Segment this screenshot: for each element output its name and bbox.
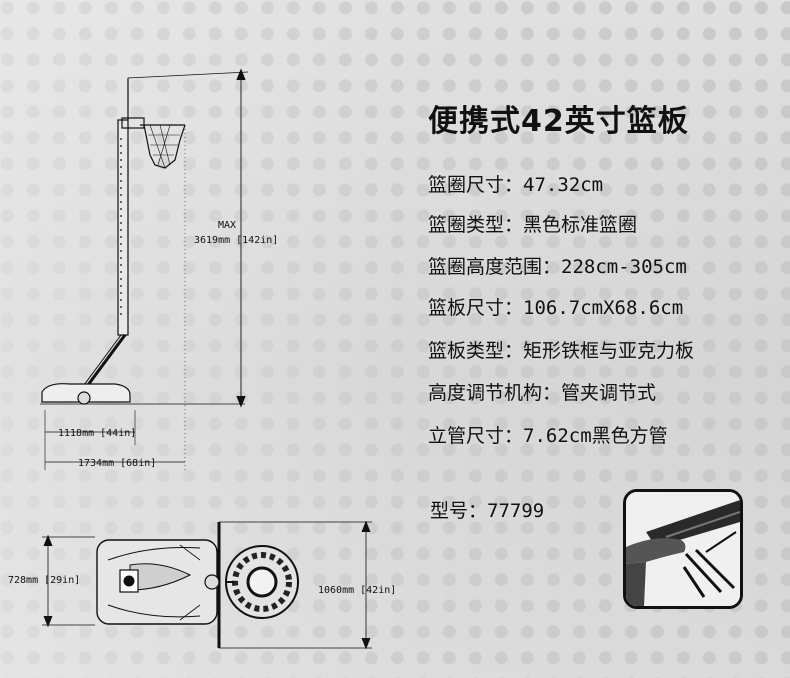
- hand-adjusting-clamp-icon: [626, 492, 740, 606]
- spec-label: 篮圈尺寸: [428, 174, 505, 196]
- spec-height-adjustment: 高度调节机构：管夹调节式: [428, 382, 657, 404]
- model-label: 型号: [430, 500, 469, 522]
- side-view-drawing: [40, 68, 249, 470]
- base-depth-label: 1118mm [44in]: [58, 428, 136, 439]
- spec-rim-height-range: 篮圈高度范围：228cm-305cm: [428, 256, 687, 278]
- spec-value: 7.62cm黑色方管: [523, 425, 668, 447]
- spec-label: 篮圈高度范围: [428, 256, 543, 278]
- spec-rim-size: 篮圈尺寸：47.32cm: [428, 174, 604, 196]
- product-title: 便携式42英寸篮板: [428, 104, 689, 139]
- model-number: 型号：77799: [430, 500, 545, 522]
- total-depth-label: 1734mm [68in]: [78, 458, 156, 469]
- adjustment-photo: [623, 489, 743, 609]
- spec-value: 黑色标准篮圈: [523, 214, 638, 236]
- spec-backboard-type: 篮板类型：矩形铁框与亚克力板: [428, 340, 695, 362]
- spec-value: 矩形铁框与亚克力板: [523, 340, 695, 362]
- spec-value: 管夹调节式: [561, 382, 657, 404]
- model-value: 77799: [487, 500, 545, 522]
- spec-label: 高度调节机构: [428, 382, 543, 404]
- spec-pole-size: 立管尺寸：7.62cm黑色方管: [428, 425, 668, 447]
- backboard-width-label: 1060mm [42in]: [318, 585, 396, 596]
- spec-label: 立管尺寸: [428, 425, 505, 447]
- top-view-drawing: [42, 520, 372, 650]
- spec-value: 228cm-305cm: [561, 256, 687, 278]
- spec-rim-type: 篮圈类型：黑色标准篮圈: [428, 214, 638, 236]
- height-dimension-label: 3619mm [142in]: [194, 235, 278, 246]
- spec-label: 篮板尺寸: [428, 297, 505, 319]
- height-max-label: MAX: [218, 220, 236, 231]
- spec-value: 47.32cm: [523, 174, 604, 196]
- base-width-label: 728mm [29in]: [8, 575, 80, 586]
- spec-value: 106.7cmX68.6cm: [523, 297, 684, 319]
- spec-backboard-size: 篮板尺寸：106.7cmX68.6cm: [428, 297, 684, 319]
- spec-label: 篮圈类型: [428, 214, 505, 236]
- spec-label: 篮板类型: [428, 340, 505, 362]
